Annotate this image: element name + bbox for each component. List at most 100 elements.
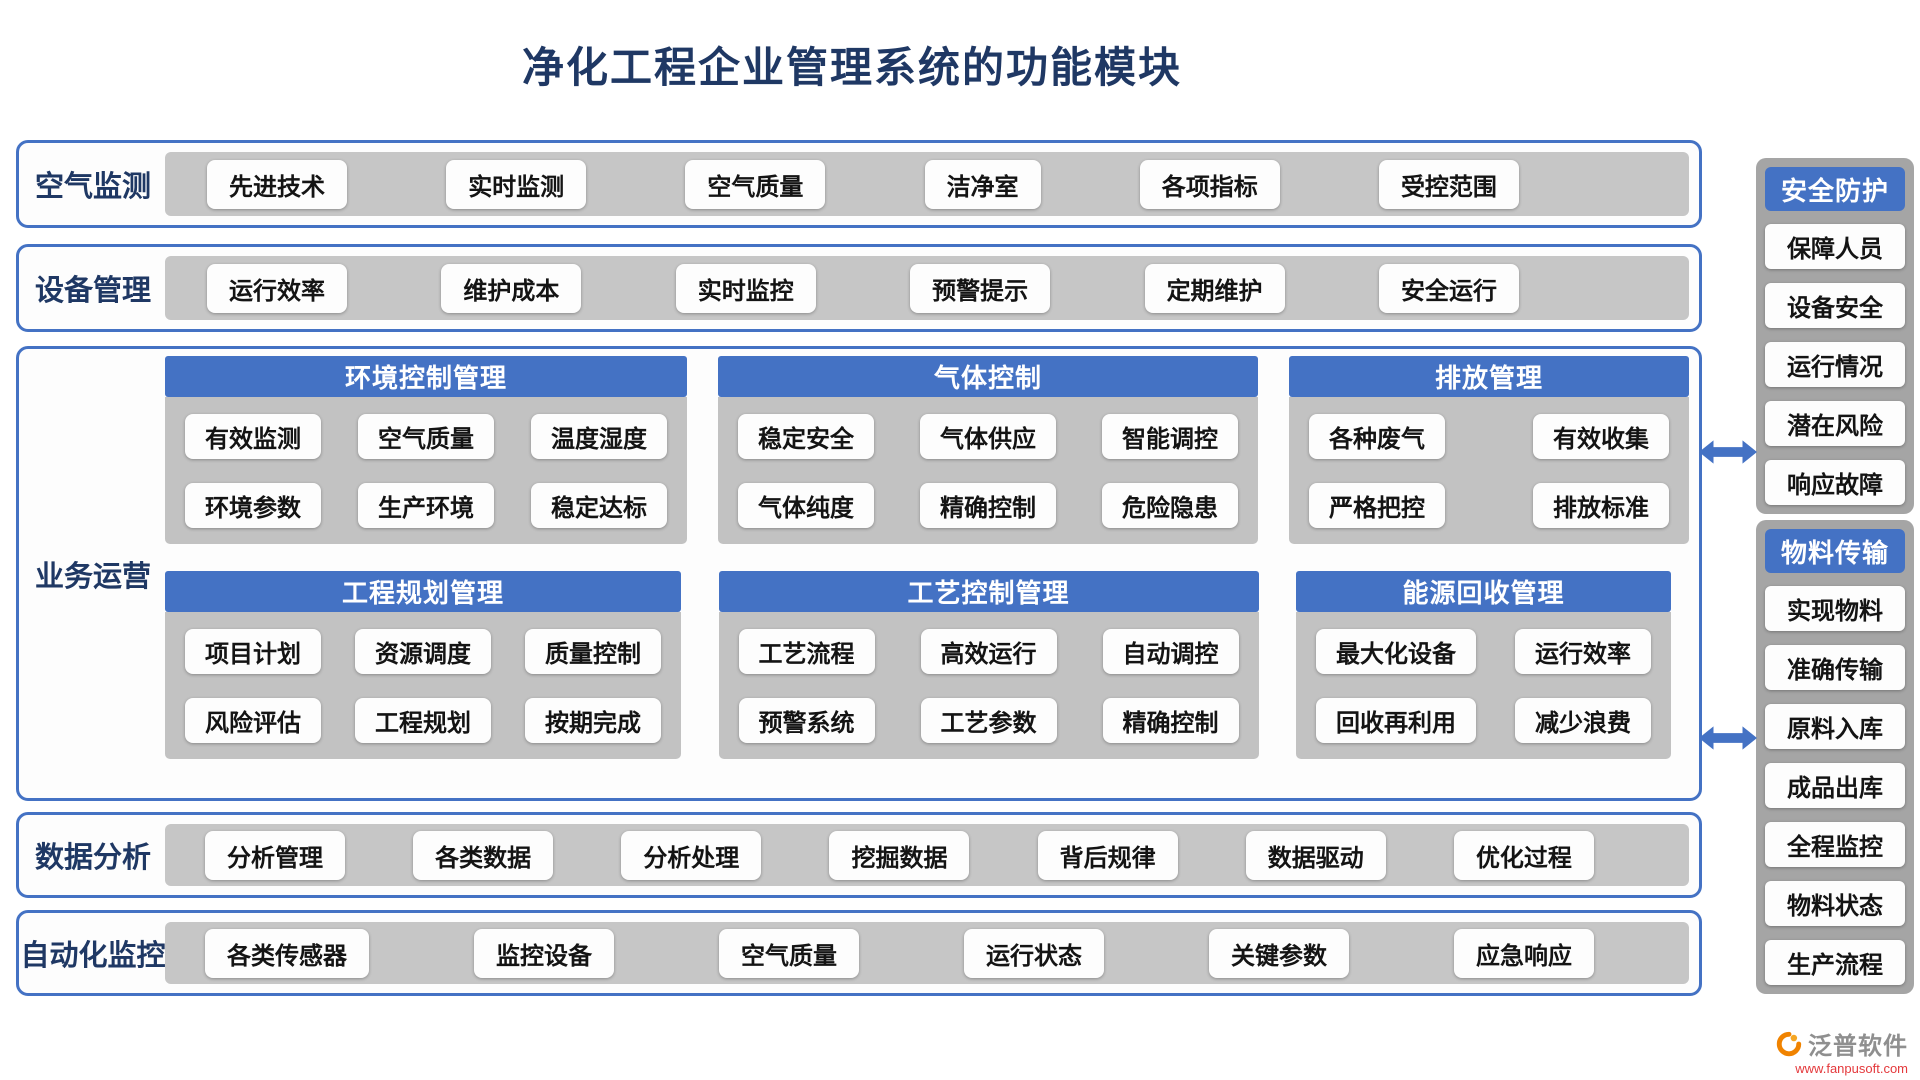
data-analysis-module: 分析处理 (621, 830, 762, 880)
environment-control-module: 环境参数 (185, 483, 321, 528)
energy-recovery-module: 运行效率 (1515, 629, 1651, 674)
section-automation-monitoring-label: 自动化监控 (20, 940, 166, 972)
panel-emission-management: 排放管理 各种废气有效收集严格把控排放标准 (1289, 356, 1689, 544)
process-control-module: 预警系统 (738, 698, 875, 743)
air-monitoring-module: 洁净室 (924, 159, 1041, 209)
data-analysis-module: 分析管理 (205, 830, 345, 880)
environment-control-module: 稳定达标 (531, 483, 667, 528)
section-data-analysis-label: 数据分析 (34, 842, 151, 874)
material-transfer-module: 原料入库 (1765, 704, 1905, 749)
engineering-planning-module: 资源调度 (355, 629, 491, 674)
process-control-module: 高效运行 (920, 629, 1057, 674)
environment-control-module: 空气质量 (358, 414, 494, 459)
emission-module: 严格把控 (1309, 483, 1445, 528)
automation-module: 应急响应 (1454, 928, 1594, 978)
automation-pill-bar: 各类传感器监控设备空气质量运行状态关键参数应急响应 (165, 922, 1689, 984)
business-panel-row-top: 环境控制管理 有效监测空气质量温度湿度环境参数生产环境稳定达标 气体控制 稳定安… (165, 356, 1689, 544)
equipment-module: 实时监控 (675, 263, 816, 313)
section-air-monitoring: 空气监测 先进技术 实时监测 空气质量 洁净室 各项指标 受控范围 (16, 140, 1702, 228)
emission-module: 排放标准 (1533, 483, 1669, 528)
gas-control-module: 危险隐患 (1102, 483, 1238, 528)
double-arrow-icon (1699, 726, 1757, 750)
safety-protection-module: 保障人员 (1765, 224, 1905, 269)
panel-emission-management-body: 各种废气有效收集严格把控排放标准 (1289, 397, 1689, 544)
panel-energy-recovery: 能源回收管理 最大化设备运行效率回收再利用减少浪费 (1296, 571, 1671, 759)
panel-energy-recovery-title: 能源回收管理 (1296, 571, 1671, 612)
panel-engineering-planning-body: 项目计划资源调度质量控制风险评估工程规划按期完成 (165, 612, 681, 759)
panel-process-control-title: 工艺控制管理 (718, 571, 1259, 612)
energy-recovery-module: 回收再利用 (1316, 698, 1476, 743)
panel-gas-control-body: 稳定安全气体供应智能调控气体纯度精确控制危险隐患 (718, 397, 1258, 544)
section-equipment-management: 设备管理 运行效率 维护成本 实时监控 预警提示 定期维护 安全运行 (16, 244, 1702, 332)
sidebar-material-items: 实现物料准确传输原料入库成品出库全程监控物料状态生产流程 (1765, 586, 1905, 985)
equipment-module: 预警提示 (910, 263, 1051, 313)
equipment-module: 定期维护 (1144, 263, 1285, 313)
panel-environment-control: 环境控制管理 有效监测空气质量温度湿度环境参数生产环境稳定达标 (165, 356, 687, 544)
air-monitoring-module: 实时监测 (446, 159, 587, 209)
footer-brand: 泛普软件 www.fanpusoft.com (1776, 1026, 1908, 1076)
section-automation-monitoring: 自动化监控 各类传感器监控设备空气质量运行状态关键参数应急响应 (16, 910, 1702, 996)
equipment-module: 运行效率 (207, 263, 347, 313)
air-monitoring-module: 先进技术 (207, 159, 347, 209)
panel-process-control: 工艺控制管理 工艺流程高效运行自动调控预警系统工艺参数精确控制 (718, 571, 1259, 759)
data-analysis-module: 背后规律 (1037, 830, 1178, 880)
section-air-monitoring-label: 空气监测 (34, 171, 151, 203)
engineering-planning-module: 风险评估 (185, 698, 321, 743)
sidebar-safety-protection-title: 安全防护 (1765, 167, 1905, 211)
air-monitoring-module: 空气质量 (685, 159, 826, 209)
safety-protection-module: 响应故障 (1765, 460, 1905, 505)
data-analysis-module: 各类数据 (413, 830, 554, 880)
gas-control-module: 精确控制 (920, 483, 1056, 528)
equipment-pill-bar: 运行效率 维护成本 实时监控 预警提示 定期维护 安全运行 (165, 256, 1689, 320)
process-control-module: 精确控制 (1102, 698, 1239, 743)
data-analysis-module: 数据驱动 (1245, 830, 1386, 880)
process-control-module: 工艺参数 (920, 698, 1057, 743)
section-business-operations: 业务运营 环境控制管理 有效监测空气质量温度湿度环境参数生产环境稳定达标 气体控… (16, 346, 1702, 801)
process-control-module: 自动调控 (1102, 629, 1239, 674)
business-panel-row-bottom: 工程规划管理 项目计划资源调度质量控制风险评估工程规划按期完成 工艺控制管理 工… (165, 571, 1689, 759)
safety-protection-module: 潜在风险 (1765, 401, 1905, 446)
equipment-module: 维护成本 (441, 263, 582, 313)
engineering-planning-module: 按期完成 (525, 698, 661, 743)
engineering-planning-module: 工程规划 (355, 698, 491, 743)
brand-name: 泛普软件 (1808, 1034, 1908, 1060)
gas-control-module: 气体纯度 (738, 483, 874, 528)
section-business-operations-label: 业务运营 (34, 560, 151, 593)
material-transfer-module: 成品出库 (1765, 763, 1905, 808)
material-transfer-module: 生产流程 (1765, 940, 1905, 985)
gas-control-module: 智能调控 (1102, 414, 1238, 459)
section-data-analysis: 数据分析 分析管理 各类数据 分析处理 挖掘数据 背后规律 数据驱动 优化过程 (16, 812, 1702, 898)
automation-module: 空气质量 (719, 928, 859, 978)
equipment-module: 安全运行 (1378, 263, 1519, 313)
section-equipment-management-label: 设备管理 (34, 275, 151, 307)
process-control-module: 工艺流程 (738, 629, 875, 674)
air-monitoring-module: 各项指标 (1139, 159, 1280, 209)
panel-process-control-body: 工艺流程高效运行自动调控预警系统工艺参数精确控制 (718, 612, 1259, 759)
environment-control-module: 有效监测 (185, 414, 321, 459)
engineering-planning-module: 项目计划 (185, 629, 321, 674)
automation-module: 关键参数 (1209, 928, 1349, 978)
panel-energy-recovery-body: 最大化设备运行效率回收再利用减少浪费 (1296, 612, 1671, 759)
emission-module: 有效收集 (1533, 414, 1669, 459)
material-transfer-module: 准确传输 (1765, 645, 1905, 690)
data-analysis-module: 挖掘数据 (829, 830, 970, 880)
automation-module: 各类传感器 (205, 928, 369, 978)
material-transfer-module: 物料状态 (1765, 881, 1905, 926)
air-monitoring-pill-bar: 先进技术 实时监测 空气质量 洁净室 各项指标 受控范围 (165, 152, 1689, 216)
energy-recovery-module: 最大化设备 (1316, 629, 1476, 674)
engineering-planning-module: 质量控制 (525, 629, 661, 674)
automation-module: 运行状态 (964, 928, 1104, 978)
panel-environment-control-title: 环境控制管理 (165, 356, 687, 397)
panel-emission-management-title: 排放管理 (1289, 356, 1689, 397)
panel-engineering-planning: 工程规划管理 项目计划资源调度质量控制风险评估工程规划按期完成 (165, 571, 681, 759)
data-analysis-module: 优化过程 (1453, 830, 1594, 880)
air-monitoring-module: 受控范围 (1378, 159, 1519, 209)
data-analysis-pill-bar: 分析管理 各类数据 分析处理 挖掘数据 背后规律 数据驱动 优化过程 (165, 824, 1689, 886)
panel-environment-control-body: 有效监测空气质量温度湿度环境参数生产环境稳定达标 (165, 397, 687, 544)
safety-protection-module: 设备安全 (1765, 283, 1905, 328)
material-transfer-module: 实现物料 (1765, 586, 1905, 631)
safety-protection-module: 运行情况 (1765, 342, 1905, 387)
brand-url: www.fanpusoft.com (1795, 1061, 1908, 1076)
sidebar-material-transfer-title: 物料传输 (1765, 529, 1905, 573)
fanpu-logo-icon (1776, 1031, 1802, 1056)
